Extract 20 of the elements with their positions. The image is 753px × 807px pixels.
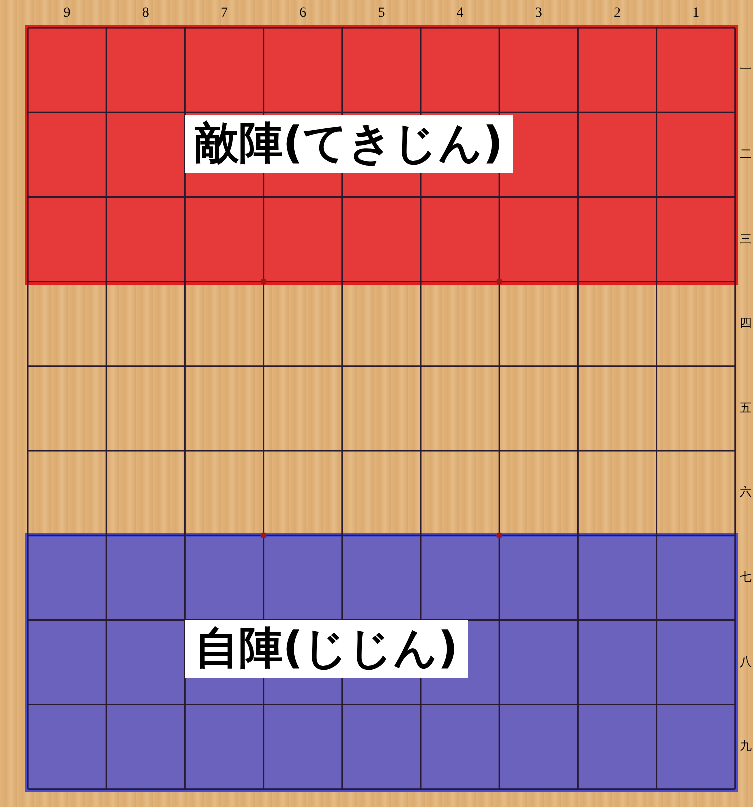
row-number: 四 [740,316,753,330]
column-number: 9 [62,6,72,22]
row-number: 六 [740,485,753,500]
row-number: 七 [740,570,753,584]
row-number: 二 [740,146,753,161]
row-number: 三 [740,232,753,246]
column-number: 7 [220,6,229,22]
column-number: 3 [534,6,544,22]
column-number: 5 [377,6,386,22]
row-number: 八 [740,654,753,668]
column-number: 2 [613,6,622,22]
zone-title: 自陣(じじん) [185,620,468,678]
column-number: 8 [141,6,150,22]
row-number: 一 [740,62,753,76]
zone-title: 敵陣(てきじん) [185,115,514,173]
row-number: 九 [740,739,753,754]
row-number: 五 [740,400,753,415]
column-number: 1 [692,6,701,22]
column-number: 4 [456,6,465,22]
column-number: 6 [298,6,308,22]
